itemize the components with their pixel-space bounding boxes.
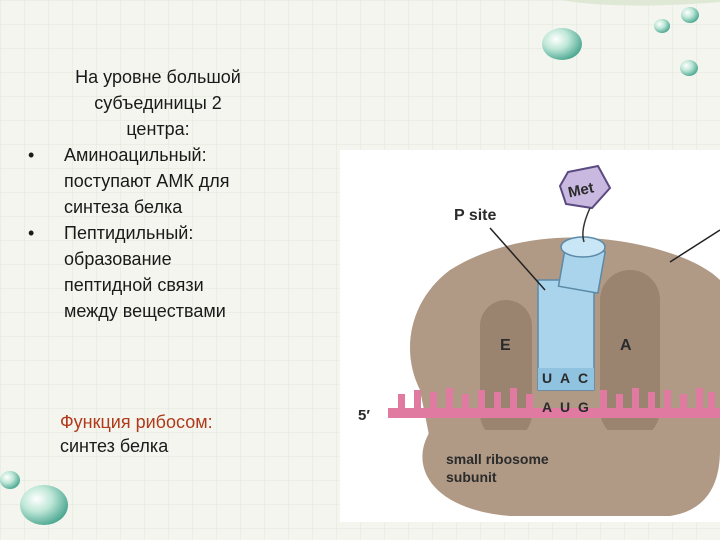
- bullet-item: • Пептидильный: образование пептидной св…: [28, 220, 328, 324]
- caption-title: Функция рибосом:: [60, 412, 213, 432]
- e-site-pocket: [480, 300, 532, 440]
- mrna-strand: [388, 388, 720, 418]
- anticodon-base: A: [560, 370, 570, 386]
- bullet-line: поступают АМК для: [64, 171, 230, 191]
- codon-base: U: [560, 399, 570, 415]
- trna: [537, 236, 607, 391]
- small-subunit: [422, 430, 720, 516]
- bullet-line: синтеза белка: [64, 197, 183, 217]
- intro-line: центра:: [126, 119, 190, 139]
- bullet-line: Аминоацильный:: [64, 145, 207, 165]
- mrna-5-prime-label: 5′: [358, 407, 370, 424]
- a-site-label: A: [620, 337, 632, 354]
- anticodon-base: C: [578, 370, 588, 386]
- bullet-line: между веществами: [64, 301, 226, 321]
- intro-line: На уровне большой: [75, 67, 241, 87]
- bullet-line: образование: [64, 249, 172, 269]
- caption-body: синтез белка: [60, 436, 169, 456]
- bullet-symbol: •: [28, 145, 35, 165]
- codon-base: G: [578, 399, 589, 415]
- met-label: Met: [567, 179, 596, 201]
- small-subunit-label: subunit: [446, 469, 497, 485]
- p-site-label: P site: [454, 207, 497, 224]
- bullet-line: Пептидильный:: [64, 223, 194, 243]
- water-drop-icon: [0, 7, 699, 525]
- e-site-label: E: [500, 337, 511, 354]
- slide-text: На уровне большой субъединицы 2 центра: …: [28, 64, 328, 324]
- intro-line: субъединицы 2: [94, 93, 222, 113]
- a-site-leader: [669, 229, 720, 263]
- bullet-line: пептидной связи: [64, 275, 204, 295]
- caption: Функция рибосом: синтез белка: [60, 410, 213, 458]
- anticodon-base: U: [542, 370, 552, 386]
- codon-base: A: [542, 399, 552, 415]
- a-site-pocket: [600, 270, 660, 440]
- ribosome-figure: Met P site E A U A C A U G 5′ small ribo…: [340, 150, 720, 522]
- met-amino-acid: [558, 164, 612, 243]
- bullet-symbol: •: [28, 223, 35, 243]
- p-site-leader: [489, 227, 546, 291]
- bullet-item: • Аминоацильный: поступают АМК для синте…: [28, 142, 328, 220]
- small-subunit-label: small ribosome: [446, 451, 549, 467]
